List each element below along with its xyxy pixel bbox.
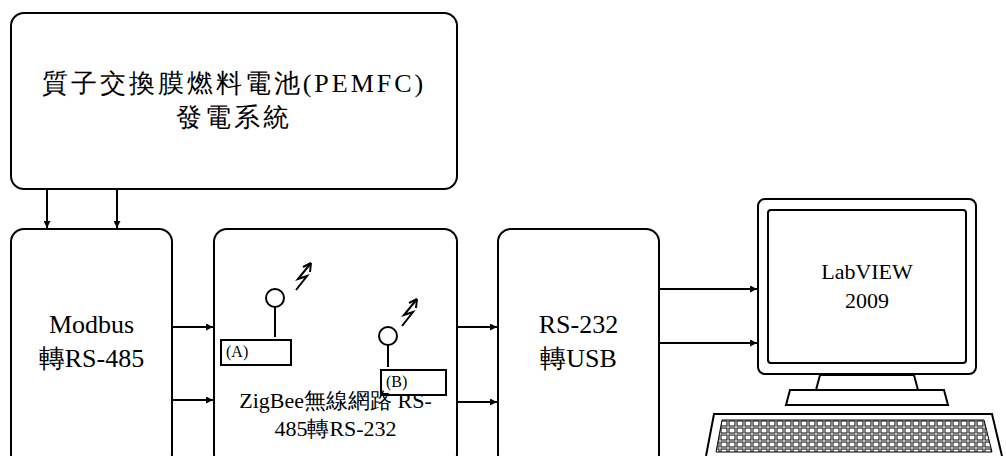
converter-box: Modbus 轉RS-485 — [10, 228, 173, 456]
arrow-connector — [116, 190, 118, 228]
node-label: 質子交換膜燃料電池(PEMFC) 發電系統 — [26, 67, 442, 135]
wireless-box: ZigBee無線網路 RS-485轉RS-232(A)(B) — [213, 228, 458, 456]
converter-box: RS-232 轉USB — [497, 228, 660, 456]
node-label: Modbus 轉RS-485 — [22, 308, 161, 376]
arrow-connector — [173, 399, 213, 401]
node-label: (B) — [386, 372, 407, 393]
module-box: (A) — [220, 339, 292, 366]
arrow-connector — [173, 326, 213, 328]
node-label: (A) — [226, 342, 248, 363]
arrow-connector — [458, 401, 497, 403]
node-label: LabVIEW 2009 — [812, 258, 922, 315]
arrow-connector — [46, 190, 48, 228]
antenna-a — [266, 263, 311, 337]
monitor-screen: LabVIEW 2009 — [757, 198, 977, 375]
module-box: (B) — [380, 369, 447, 396]
arrow-connector — [660, 342, 757, 344]
monitor — [768, 210, 966, 405]
node-label: RS-232 轉USB — [509, 308, 648, 376]
system-box: 質子交換膜燃料電池(PEMFC) 發電系統 — [10, 12, 458, 190]
antenna-b — [379, 299, 417, 367]
keyboard — [706, 414, 1002, 456]
arrow-connector — [660, 288, 757, 290]
arrow-connector — [458, 326, 497, 328]
